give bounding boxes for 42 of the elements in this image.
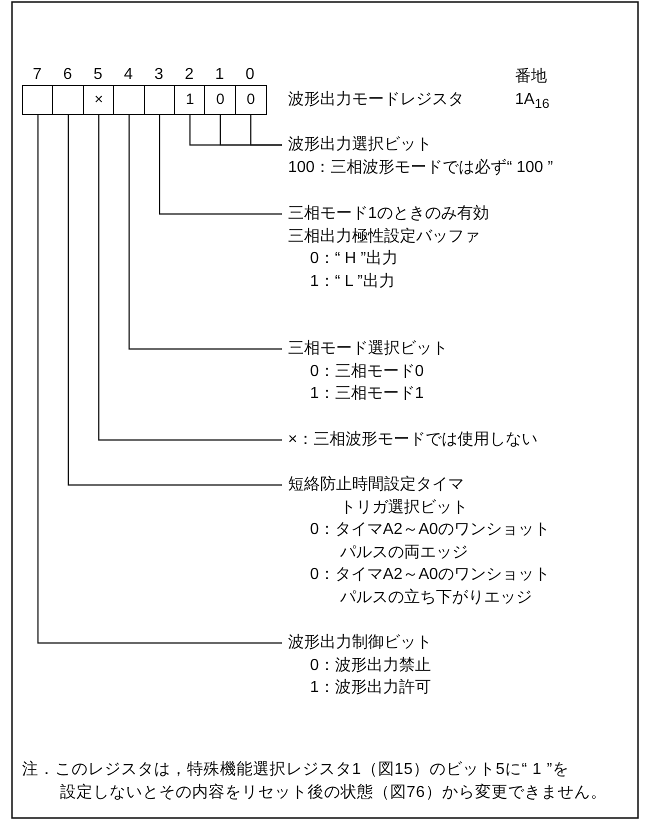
bit-cell: [113, 85, 146, 115]
leader-line: [250, 115, 282, 146]
description-text: 0：波形出力禁止: [310, 656, 432, 676]
description-text: 1：“ L ”出力: [310, 272, 396, 292]
bit-cell: [22, 85, 54, 115]
bit-number: 4: [122, 65, 134, 85]
description-heading: 波形出力制御ビット: [288, 632, 432, 653]
leader-line: [128, 115, 282, 350]
description-text: 1：波形出力許可: [310, 678, 432, 698]
address-heading: 番地: [515, 66, 547, 87]
description-text: 0：三相モード0: [310, 362, 425, 382]
address-value: 1A$_{16}$: [515, 90, 550, 114]
bit-number: 6: [62, 65, 74, 85]
description-heading: 短絡防止時間設定タイマトリガ選択ビット: [288, 474, 468, 518]
bit-number: 2: [184, 65, 195, 85]
description-heading: 波形出力選択ビット: [288, 134, 433, 155]
leader-line: [158, 115, 282, 215]
description-text: 0：タイマA2～A0のワンショットパルスの両エッジ: [310, 520, 552, 562]
leader-line: [98, 115, 282, 441]
bit-cell: 0: [234, 85, 267, 115]
bit-cell: 1: [174, 85, 206, 115]
description-heading: 三相モード選択ビット: [288, 338, 448, 359]
description-text: 0：タイマA2～A0のワンショットパルスの立ち下がりエッジ: [310, 565, 552, 608]
description-heading: ×：三相波形モードでは使用しない: [288, 430, 538, 450]
bit-number: 7: [32, 65, 43, 85]
description-text: 0：“ H ”出力: [310, 248, 399, 269]
bit-number: 3: [153, 65, 164, 85]
leader-line: [37, 115, 282, 644]
description-text: 100：三相波形モードでは必ず“ 100 ”: [288, 158, 553, 178]
description-text: 1：三相モード1: [310, 384, 425, 404]
register-name: 波形出力モードレジスタ: [288, 90, 464, 110]
bit-cell: [52, 85, 84, 115]
bit-number: 5: [92, 65, 104, 85]
bit-cell: 0: [204, 85, 236, 115]
bit-cell: ×: [82, 85, 115, 115]
description-text: 三相出力極性設定バッファ: [288, 226, 481, 246]
bit-number: 0: [244, 65, 256, 85]
bit-cell: [144, 85, 176, 115]
bit-number: 1: [214, 65, 226, 85]
leader-line: [68, 115, 282, 486]
description-heading: 三相モード1のときのみ有効: [288, 204, 489, 224]
note-text: 注．このレジスタは，特殊機能選択レジスタ1（図15）のビット5に“ 1 ”を設定しないとその内容をリセット後の状態（図76）から変更できません。: [22, 760, 608, 802]
